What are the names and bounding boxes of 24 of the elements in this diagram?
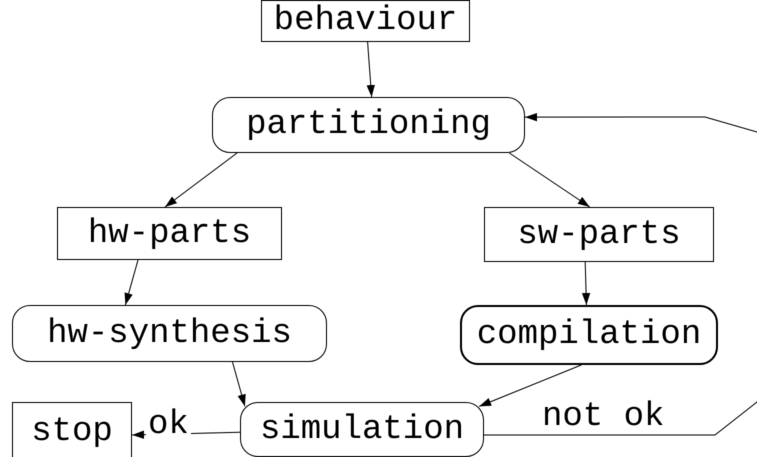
arrow (478, 364, 582, 407)
process-box (212, 97, 525, 153)
data-box (484, 207, 714, 262)
arrow (124, 260, 138, 306)
arrow (508, 152, 590, 208)
data-box (261, 0, 470, 42)
arrow (582, 262, 590, 306)
process-box (460, 305, 718, 365)
process-box (12, 305, 327, 362)
arrow (484, 112, 757, 436)
arrow (232, 362, 246, 407)
node-label: sw-parts (517, 218, 681, 252)
node-label: hw-parts (88, 216, 252, 250)
data-box (57, 207, 282, 260)
node-label: partitioning (246, 108, 491, 142)
node-label: compilation (476, 318, 702, 352)
arrow (366, 42, 375, 98)
arrow (164, 152, 238, 208)
process-box (240, 402, 484, 457)
node-label: stop (31, 415, 113, 449)
node-label: simulation (260, 412, 464, 446)
node-label: hw-synthesis (47, 316, 292, 350)
data-box (12, 402, 132, 457)
node-label: behaviour (274, 4, 458, 38)
